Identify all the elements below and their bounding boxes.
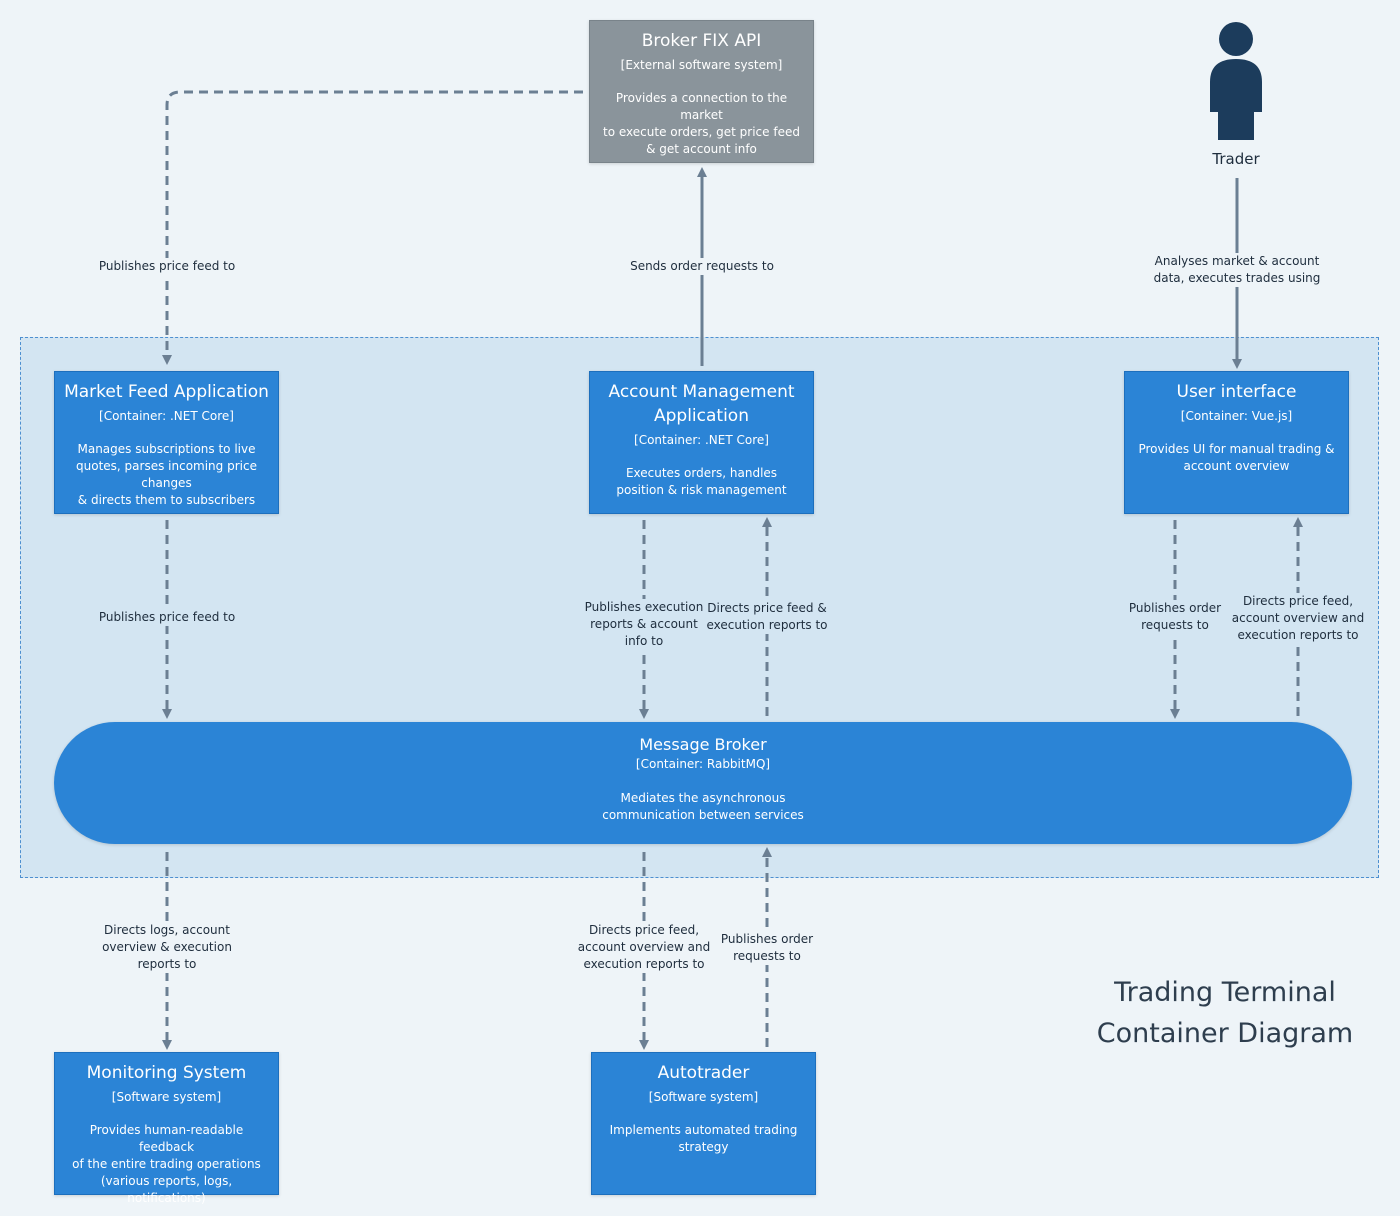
monitoring-system-desc: Provides human-readable feedback of the … — [72, 1123, 261, 1205]
label-broker-to-acct: Directs price feed & execution reports t… — [706, 600, 828, 634]
label-acct-to-fix: Sends order requests to — [630, 258, 774, 275]
arrow-fix-to-feed — [162, 90, 583, 365]
trader-person[interactable]: Trader — [1196, 20, 1276, 168]
account-management-desc: Executes orders, handles position & risk… — [616, 466, 787, 497]
monitoring-system-box[interactable]: Monitoring System [Software system] Prov… — [54, 1052, 279, 1205]
label-broker-to-monitoring: Directs logs, account overview & executi… — [102, 922, 232, 973]
account-management-kind: [Container: .NET Core] — [634, 433, 769, 447]
person-icon — [1210, 22, 1262, 140]
message-broker-desc: Mediates the asynchronous communication … — [602, 791, 804, 822]
label-broker-to-ui: Directs price feed, account overview and… — [1231, 593, 1365, 644]
market-feed-desc: Manages subscriptions to live quotes, pa… — [76, 442, 257, 507]
account-management-title: Account Management Application — [608, 382, 795, 426]
message-broker-kind: [Container: RabbitMQ] — [635, 757, 771, 771]
user-interface-desc: Provides UI for manual trading & account… — [1138, 442, 1335, 473]
autotrader-kind: [Software system] — [648, 1090, 759, 1104]
broker-fix-api-box[interactable]: Broker FIX API [External software system… — [589, 20, 814, 163]
user-interface-box[interactable]: User interface [Container: Vue.js] Provi… — [1124, 371, 1349, 514]
autotrader-box[interactable]: Autotrader [Software system] Implements … — [591, 1052, 816, 1195]
label-broker-to-autotrader: Directs price feed, account overview and… — [577, 922, 711, 973]
market-feed-box[interactable]: Market Feed Application [Container: .NET… — [54, 371, 279, 514]
market-feed-title: Market Feed Application — [64, 382, 269, 402]
label-feed-to-broker: Publishes price feed to — [98, 609, 236, 626]
broker-fix-api-desc: Provides a connection to the market to e… — [603, 91, 800, 156]
label-trader-to-ui: Analyses market & account data, executes… — [1153, 253, 1321, 287]
autotrader-title: Autotrader — [657, 1063, 750, 1083]
user-interface-kind: [Container: Vue.js] — [1180, 409, 1293, 423]
label-fix-to-feed: Publishes price feed to — [98, 258, 236, 275]
monitoring-system-kind: [Software system] — [111, 1090, 222, 1104]
account-management-box[interactable]: Account Management Application [Containe… — [589, 371, 814, 514]
label-autotrader-to-broker: Publishes order requests to — [720, 931, 814, 965]
monitoring-system-title: Monitoring System — [86, 1063, 247, 1083]
label-ui-to-broker: Publishes order requests to — [1128, 600, 1222, 634]
user-interface-title: User interface — [1176, 382, 1297, 402]
broker-fix-api-title: Broker FIX API — [641, 31, 762, 51]
label-acct-to-broker: Publishes execution reports & account in… — [584, 599, 704, 650]
broker-fix-api-kind: [External software system] — [620, 58, 783, 72]
market-feed-kind: [Container: .NET Core] — [99, 409, 234, 423]
diagram-title: Trading Terminal Container Diagram — [1096, 977, 1354, 1049]
trader-name: Trader — [1212, 150, 1260, 168]
message-broker-node[interactable]: Message Broker [Container: RabbitMQ] Med… — [54, 722, 1352, 844]
autotrader-desc: Implements automated trading strategy — [609, 1123, 798, 1154]
message-broker-title: Message Broker — [639, 735, 767, 754]
